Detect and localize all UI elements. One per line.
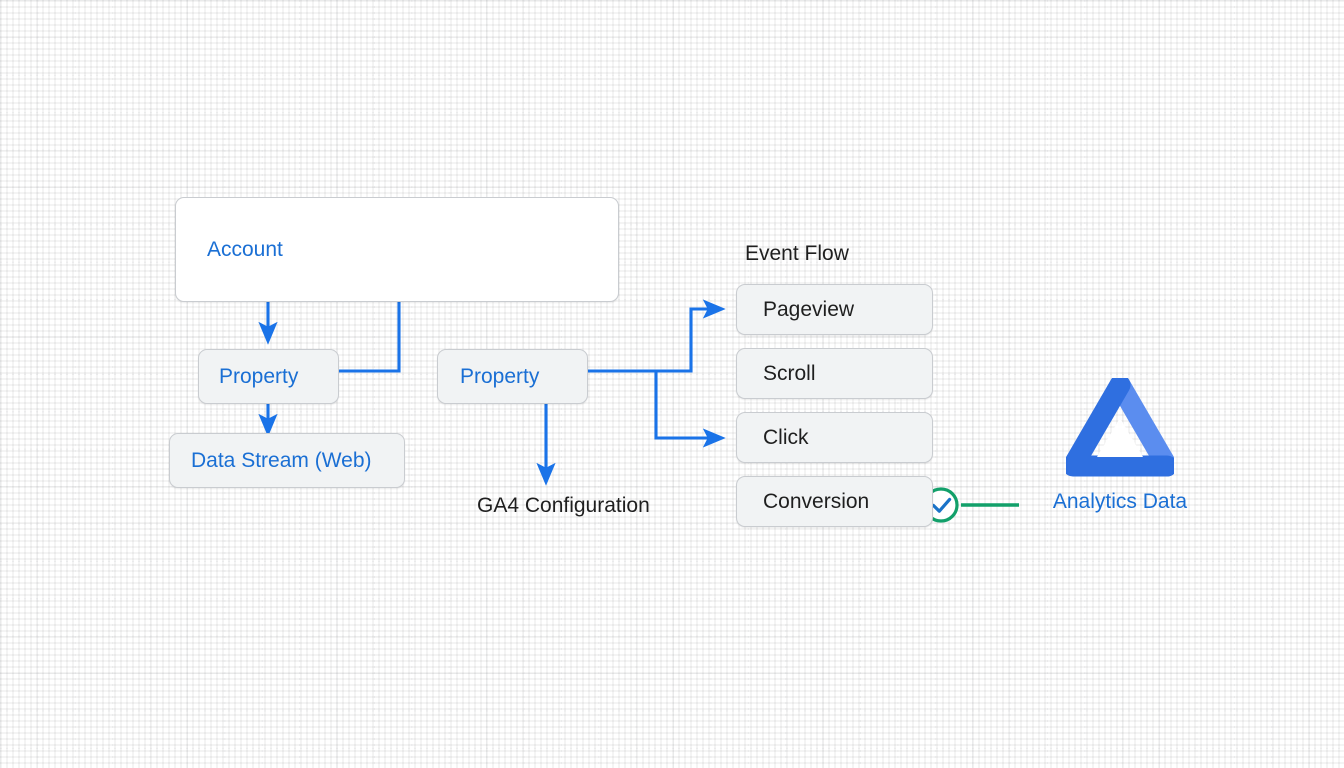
- node-property-left-label: Property: [219, 364, 299, 388]
- node-data-stream[interactable]: Data Stream (Web): [169, 433, 405, 488]
- node-event-scroll[interactable]: Scroll: [736, 348, 933, 399]
- analytics-triangle-logo: [1066, 378, 1174, 477]
- node-property-right-label: Property: [460, 364, 540, 388]
- node-event-pageview[interactable]: Pageview: [736, 284, 933, 335]
- node-property-left[interactable]: Property: [198, 349, 339, 404]
- node-property-right[interactable]: Property: [437, 349, 588, 404]
- event-flow-section-label: Event Flow: [745, 242, 849, 265]
- node-data-stream-label: Data Stream (Web): [191, 448, 372, 472]
- node-event-conversion[interactable]: Conversion: [736, 476, 933, 527]
- analytics-output-group: Analytics Data: [1043, 378, 1197, 514]
- node-event-click-label: Click: [763, 425, 809, 449]
- node-account-label: Account: [207, 237, 283, 261]
- node-account[interactable]: Account: [175, 197, 619, 302]
- node-event-click[interactable]: Click: [736, 412, 933, 463]
- ga4-configuration-label: GA4 Configuration: [477, 494, 650, 517]
- wire-property-elbow-to-account: [337, 301, 401, 373]
- analytics-data-caption: Analytics Data: [1052, 490, 1188, 513]
- node-event-pageview-label: Pageview: [763, 297, 855, 321]
- node-event-scroll-label: Scroll: [763, 361, 816, 385]
- wire-property-to-events: [588, 299, 726, 448]
- node-event-conversion-label: Conversion: [763, 489, 870, 513]
